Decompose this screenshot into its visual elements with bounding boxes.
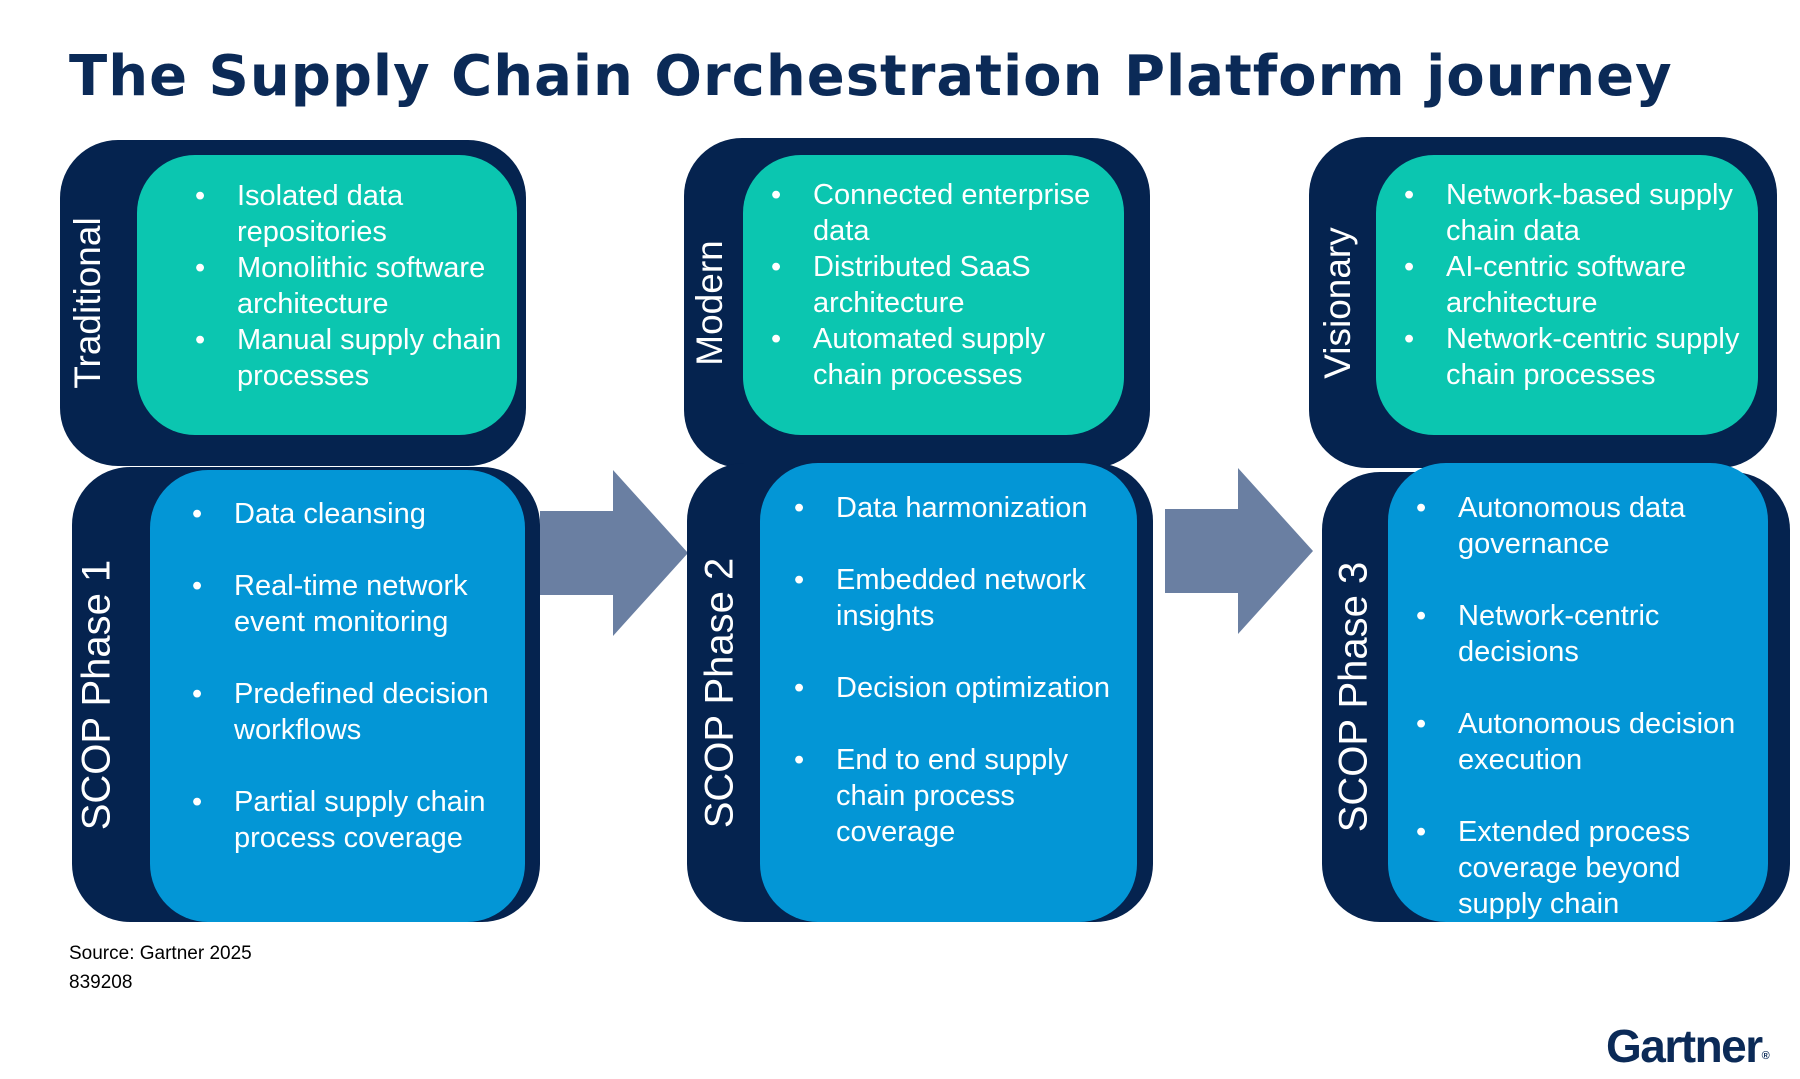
stage-traditional-items-card: • Isolated data repositories • Monolithic … [137,155,517,435]
bullet-icon: • [192,786,203,818]
list-item-text: Monolithic software architecture [237,252,486,320]
list-item-text: Predefined decision workflows [234,678,489,746]
list-item: • Decision optimization [766,670,1131,706]
list-item: • Data harmonization [766,490,1131,526]
bullet-icon: • [195,324,206,356]
stage-visionary-items-card: • Network-based supply chain data • AI-cen… [1376,155,1758,435]
list-item-text: Network-based supply chain data [1446,179,1733,247]
list-item-text: Data cleansing [234,498,426,530]
list-item-text: Distributed SaaS architecture [813,251,1031,319]
bullet-icon: • [192,678,203,710]
list-item: • Real-time network event monitoring [164,568,519,640]
list-item: • Extended process coverage beyond supply… [1388,814,1758,922]
list-item: • Autonomous decision execution [1388,706,1758,778]
bullet-icon: • [1404,323,1415,355]
list-item: • End to end supply chain process coverag… [766,742,1131,850]
stage-modern-list: • Connected enterprise data • Distributed … [743,177,1113,393]
stage-visionary-list: • Network-based supply chain data • AI-cen… [1376,177,1746,393]
list-item: • AI-centric software architecture [1376,249,1746,321]
stage-modern-items-card: • Connected enterprise data • Distributed … [743,155,1124,435]
bullet-icon: • [1404,179,1415,211]
phase-3-items-card: • Autonomous data governance • Network-cen… [1388,463,1768,922]
logo-text: Gartner [1606,1020,1763,1072]
bullet-icon: • [794,672,805,704]
list-item-text: Partial supply chain process coverage [234,786,486,854]
bullet-icon: • [1416,708,1427,740]
list-item-text: Real-time network event monitoring [234,570,468,638]
list-item: • Manual supply chain processes [167,322,507,394]
list-item-text: AI-centric software architecture [1446,251,1687,319]
bullet-icon: • [1416,600,1427,632]
list-item: • Connected enterprise data [743,177,1113,249]
document-id: 839208 [69,972,133,993]
list-item-text: Data harmonization [836,492,1088,524]
list-item-text: Extended process coverage beyond supply … [1458,816,1691,920]
list-item-text: Decision optimization [836,672,1111,704]
bullet-icon: • [794,744,805,776]
bullet-icon: • [771,251,782,283]
list-item: • Isolated data repositories [167,178,507,250]
phase-2-items-card: • Data harmonization • Embedded network in… [760,463,1137,922]
bullet-icon: • [1416,492,1427,524]
phase-2-label: SCOP Phase 2 [697,557,742,828]
list-item: • Distributed SaaS architecture [743,249,1113,321]
list-item-text: Autonomous decision execution [1458,708,1736,776]
phase-1-list: • Data cleansing • Real-time network event… [164,496,519,856]
bullet-icon: • [1416,816,1427,848]
list-item: • Partial supply chain process coverage [164,784,519,856]
bullet-icon: • [1404,251,1415,283]
list-item: • Predefined decision workflows [164,676,519,748]
list-item: • Data cleansing [164,496,519,532]
list-item-text: Autonomous data governance [1458,492,1686,560]
list-item-text: Connected enterprise data [813,179,1091,247]
phase-1-items-card: • Data cleansing • Real-time network event… [150,470,525,922]
list-item: • Embedded network insights [766,562,1131,634]
list-item-text: End to end supply chain process coverage [836,744,1069,848]
list-item: • Network-centric supply chain processes [1376,321,1746,393]
stage-traditional-list: • Isolated data repositories • Monolithic … [167,178,507,394]
bullet-icon: • [771,323,782,355]
arrow-right-icon [540,470,688,636]
list-item: • Network-based supply chain data [1376,177,1746,249]
list-item-text: Network-centric supply chain processes [1446,323,1740,391]
bullet-icon: • [192,498,203,530]
arrow-right-icon [1165,468,1313,634]
gartner-logo: Gartner® [1606,1019,1770,1073]
bullet-icon: • [195,252,206,284]
phase-1-label: SCOP Phase 1 [74,559,119,830]
phase-2-list: • Data harmonization • Embedded network in… [766,490,1131,850]
list-item-text: Isolated data repositories [237,180,404,248]
list-item-text: Network-centric decisions [1458,600,1660,668]
list-item-text: Automated supply chain processes [813,323,1046,391]
stage-visionary-label: Visionary [1317,226,1358,379]
bullet-icon: • [794,564,805,596]
list-item: • Network-centric decisions [1388,598,1758,670]
registered-mark: ® [1761,1050,1770,1062]
bullet-icon: • [195,180,206,212]
source-note: Source: Gartner 2025 [69,943,252,964]
phase-3-list: • Autonomous data governance • Network-cen… [1388,490,1758,922]
stage-modern-label: Modern [689,240,730,366]
list-item-text: Manual supply chain processes [237,324,502,392]
list-item: • Automated supply chain processes [743,321,1113,393]
page-title: The Supply Chain Orchestration Platform … [69,44,1673,109]
bullet-icon: • [192,570,203,602]
bullet-icon: • [771,179,782,211]
list-item: • Autonomous data governance [1388,490,1758,562]
stage-traditional-label: Traditional [67,217,108,389]
list-item-text: Embedded network insights [836,564,1086,632]
bullet-icon: • [794,492,805,524]
list-item: • Monolithic software architecture [167,250,507,322]
phase-3-label: SCOP Phase 3 [1331,561,1376,833]
